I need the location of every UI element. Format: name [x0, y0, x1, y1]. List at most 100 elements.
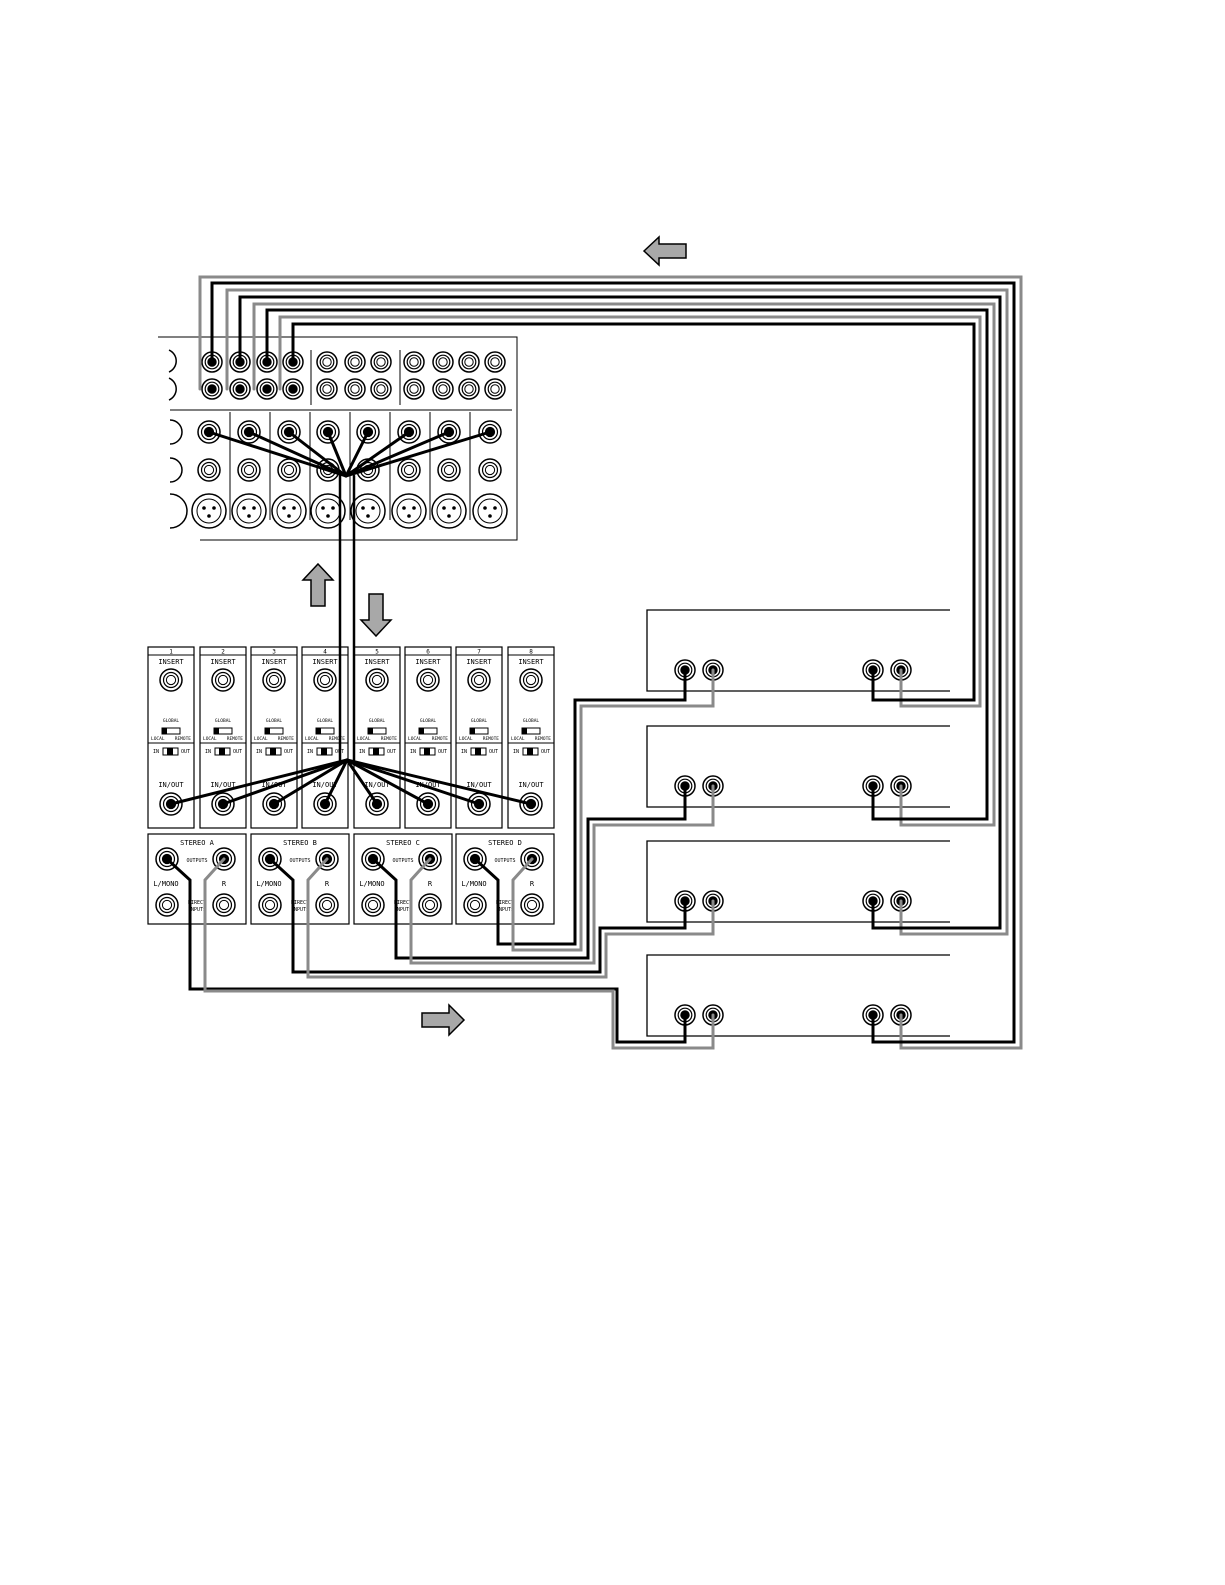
insert-label: INSERT	[415, 658, 441, 666]
unit-outline	[646, 609, 950, 692]
stereo-r-cable	[409, 784, 715, 965]
insert-fan-cable	[247, 430, 348, 478]
global-label: GLOBAL	[420, 718, 437, 724]
direct-label: DIRECT	[394, 900, 412, 906]
channel-number: 4	[323, 649, 327, 656]
global-label: GLOBAL	[215, 718, 232, 724]
r-label: R	[530, 880, 535, 888]
global-label: GLOBAL	[163, 718, 180, 724]
insert-fan-cable	[344, 430, 370, 478]
channel-number: 2	[221, 649, 225, 656]
remote-label: REMOTE	[175, 736, 192, 742]
stereo-l-input-jack	[155, 893, 179, 917]
local-label: LOCAL	[511, 736, 525, 742]
bus-jack	[282, 378, 304, 400]
out-label: OUT	[181, 749, 190, 755]
bus-jack	[201, 378, 223, 400]
inout-fan-cable	[272, 758, 349, 806]
r-label: R	[222, 880, 227, 888]
global-label: GLOBAL	[471, 718, 488, 724]
effects-unit	[646, 609, 950, 692]
remote-label: REMOTE	[483, 736, 500, 742]
channel-line-jack	[478, 458, 502, 482]
insert-fan-cable	[344, 430, 411, 478]
remote-label: REMOTE	[278, 736, 295, 742]
bus-jack	[403, 351, 425, 373]
bus-jack	[484, 378, 506, 400]
r-label: R	[325, 880, 330, 888]
inout-fan-cable	[323, 758, 349, 806]
stereo-l-cable	[165, 857, 687, 1044]
insert-jack	[519, 668, 543, 692]
xlr-jack	[191, 493, 227, 529]
up-arrow-icon	[301, 562, 335, 607]
unit-outline	[646, 725, 950, 808]
in-label: IN	[153, 749, 159, 755]
insert-fan-cable	[344, 430, 451, 478]
insert-label: INSERT	[312, 658, 338, 666]
bus-jack	[370, 378, 392, 400]
inout-label: IN/OUT	[415, 781, 441, 789]
mixer-outline	[158, 336, 518, 541]
insert-label: INSERT	[261, 658, 287, 666]
out-label: OUT	[541, 749, 550, 755]
local-label: LOCAL	[408, 736, 422, 742]
insert-jack	[313, 668, 337, 692]
right-arrow-icon	[421, 1003, 466, 1037]
left-arrow-icon	[642, 235, 687, 267]
stereo-r-input-jack	[418, 893, 442, 917]
bus-jack	[458, 351, 480, 373]
inputs-label: INPUTS	[188, 907, 206, 913]
inout-label: IN/OUT	[312, 781, 338, 789]
insert-jack	[467, 668, 491, 692]
insert-fan-cable	[207, 430, 348, 478]
stereo-r-cable	[306, 857, 715, 979]
inout-label: IN/OUT	[158, 781, 184, 789]
local-label: LOCAL	[254, 736, 268, 742]
channel-line-jack	[277, 458, 301, 482]
bus-jack	[256, 378, 278, 400]
out-label: OUT	[489, 749, 498, 755]
local-label: LOCAL	[459, 736, 473, 742]
direct-label: DIRECT	[188, 900, 206, 906]
stereo-l-cable	[473, 668, 687, 946]
out-label: OUT	[387, 749, 396, 755]
channel-number: 1	[169, 649, 173, 656]
stereo-r-input-jack	[520, 893, 544, 917]
stereo-l-input-jack	[258, 893, 282, 917]
lmono-label: L/MONO	[461, 880, 486, 888]
in-label: IN	[461, 749, 467, 755]
insert-fan-cable	[287, 430, 348, 478]
lmono-label: L/MONO	[153, 880, 178, 888]
channel-number: 8	[529, 649, 533, 656]
stereo-name: STEREO D	[488, 839, 522, 847]
lmono-label: L/MONO	[359, 880, 384, 888]
stereo-l-cable	[371, 784, 687, 960]
r-label: R	[428, 880, 433, 888]
effects-unit	[646, 725, 950, 808]
inout-fan-cable	[169, 758, 349, 806]
insert-fan-cable	[326, 430, 348, 478]
xlr-jack	[431, 493, 467, 529]
out-label: OUT	[284, 749, 293, 755]
stereo-r-cable	[203, 857, 715, 1050]
bus-jack	[458, 378, 480, 400]
bus-jack	[370, 351, 392, 373]
global-label: GLOBAL	[523, 718, 540, 724]
remote-label: REMOTE	[329, 736, 346, 742]
channel-line-jack	[197, 458, 221, 482]
insert-label: INSERT	[210, 658, 236, 666]
stereo-r-input-jack	[212, 893, 236, 917]
in-label: IN	[410, 749, 416, 755]
global-label: GLOBAL	[317, 718, 334, 724]
insert-fan-cable	[344, 430, 492, 478]
cables	[165, 275, 1023, 1050]
bus-jack	[432, 351, 454, 373]
